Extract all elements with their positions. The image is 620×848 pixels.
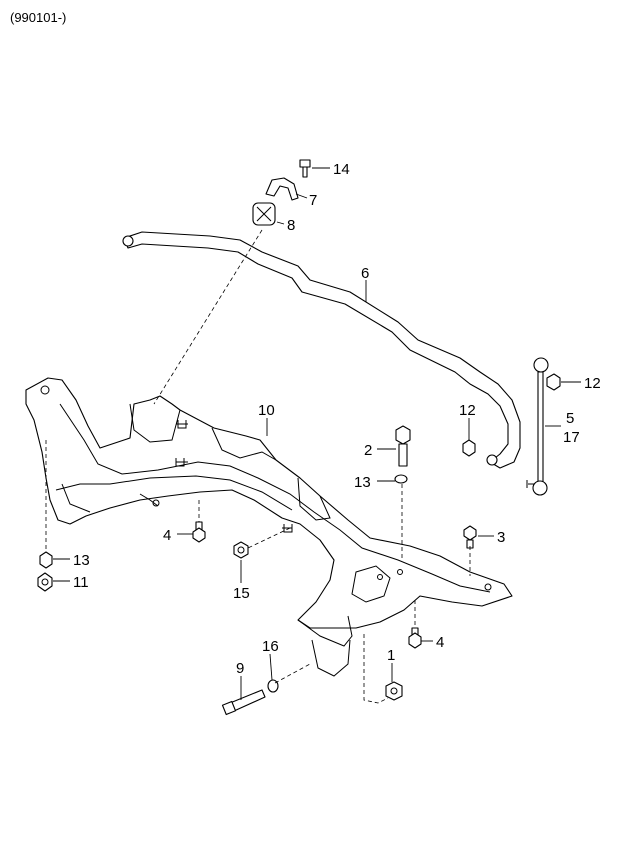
- callout-7: 7: [309, 192, 317, 209]
- callouts: 14 7 8 6 12 12 5 17 10 2 13 4 3 13 11 15…: [73, 161, 601, 677]
- callout-16: 16: [262, 638, 279, 655]
- bracket-bolt: [299, 159, 311, 178]
- bolt-9: [221, 689, 266, 716]
- bolt-3: [463, 525, 477, 549]
- callout-6: 6: [361, 265, 369, 282]
- callout-9: 9: [236, 660, 244, 677]
- flange-nut-left: [37, 572, 53, 592]
- callout-15: 15: [233, 585, 250, 602]
- bolt-4-lower: [408, 627, 422, 649]
- link-nut-lower: [462, 439, 476, 457]
- callout-11: 11: [73, 574, 89, 591]
- callout-12-upper: 12: [584, 375, 601, 392]
- nut-15: [233, 541, 249, 559]
- nut-1: [385, 681, 403, 701]
- callout-13-left: 13: [73, 552, 90, 569]
- callout-4-upper: 4: [163, 527, 171, 544]
- crossmember: [25, 377, 513, 677]
- bolt-2: [395, 425, 411, 467]
- callout-17: 17: [563, 429, 580, 446]
- diagram-code: (990101-): [10, 10, 67, 25]
- callout-10: 10: [258, 402, 275, 419]
- callout-4-lower: 4: [436, 634, 444, 651]
- callout-8: 8: [287, 217, 295, 234]
- leader-lines: [53, 167, 581, 700]
- callout-3: 3: [497, 529, 505, 546]
- callout-5: 5: [566, 410, 574, 427]
- bolt-4-upper: [192, 521, 206, 543]
- callout-2: 2: [364, 442, 372, 459]
- assembly-lines: [45, 229, 471, 704]
- stabilizer-link: [526, 357, 549, 496]
- callout-13-right: 13: [354, 474, 371, 491]
- bushing: [252, 202, 276, 226]
- link-nut-upper: [546, 373, 561, 391]
- stabilizer-bar: [122, 231, 521, 469]
- washer-13: [394, 474, 408, 484]
- callout-12-lower: 12: [459, 402, 476, 419]
- callout-1: 1: [387, 647, 395, 664]
- callout-14: 14: [333, 161, 350, 178]
- bushing-bracket: [265, 177, 299, 201]
- washer-nut-left: [39, 551, 53, 569]
